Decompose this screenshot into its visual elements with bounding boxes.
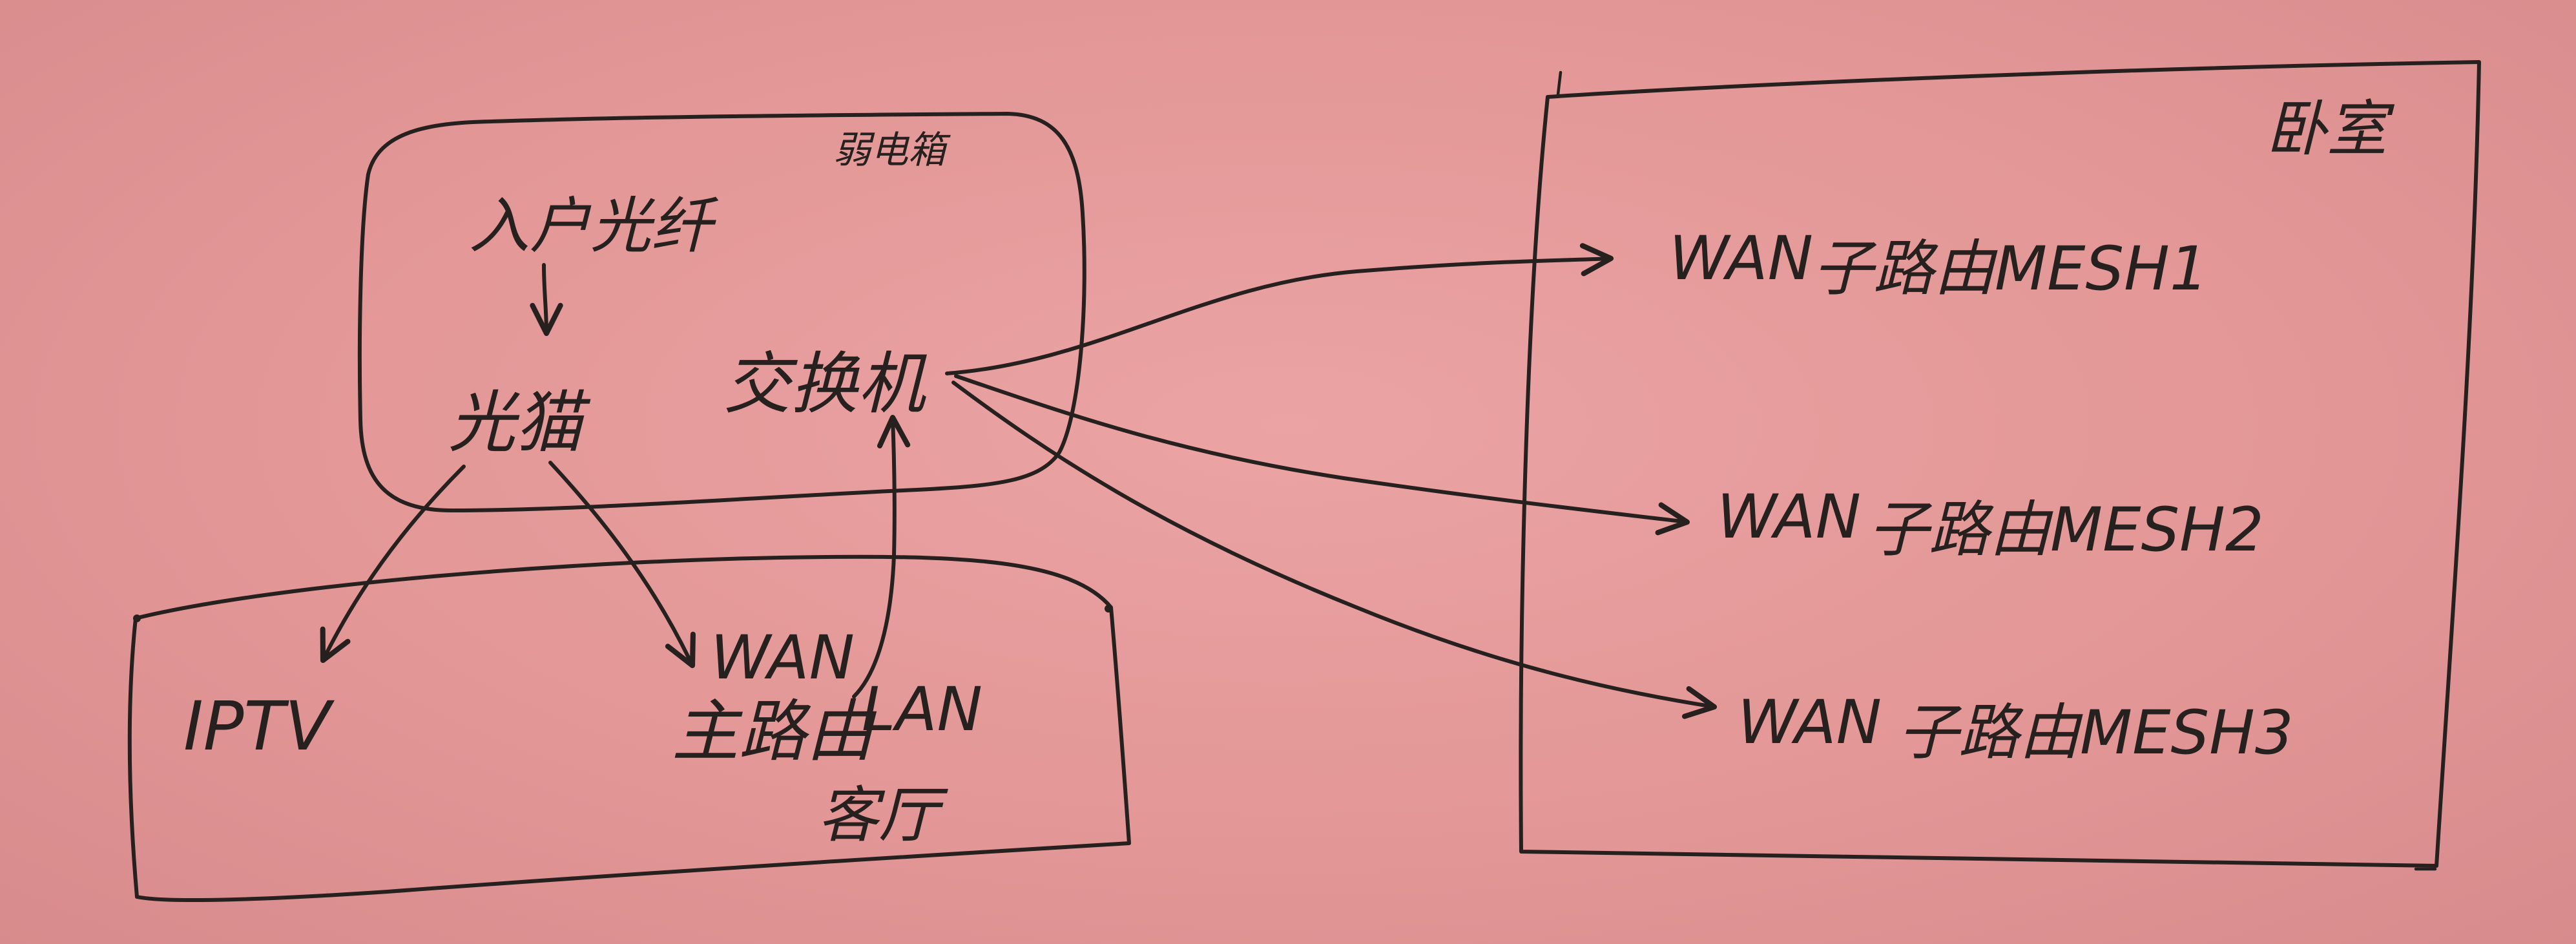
main-router-label: 主路由 <box>672 692 877 771</box>
mesh1-wan-label: WAN <box>1669 224 1813 294</box>
mesh3-wan-label: WAN <box>1738 687 1882 758</box>
mesh3-label: 子路由MESH3 <box>1898 698 2294 768</box>
bedroom-label: 卧室 <box>2266 94 2395 165</box>
modem-to-main-router-arrow <box>548 461 696 669</box>
fiber-to-modem-arrow <box>530 263 563 337</box>
switch-to-mesh3-arrow <box>951 381 1718 719</box>
weak-box-label: 弱电箱 <box>833 128 951 172</box>
modem-to-iptv-arrow <box>320 465 466 664</box>
switch-to-mesh2-arrow <box>954 374 1690 536</box>
mesh2-wan-label: WAN <box>1717 482 1861 552</box>
fiber-label: 入户光纤 <box>469 191 719 262</box>
weak-box-outline <box>357 112 1086 512</box>
modem-label: 光猫 <box>448 383 591 462</box>
living-room-label: 客厅 <box>818 781 948 851</box>
iptv-label: IPTV <box>183 687 335 766</box>
main-router-lan-label: LAN <box>862 675 982 745</box>
bedroom-corner-tick <box>1556 70 1563 96</box>
bedroom-outline <box>1519 60 2481 868</box>
switch-to-mesh1-arrow <box>945 243 1614 375</box>
living-room-corner-dot <box>133 614 141 622</box>
living-room-corner-dot <box>1105 605 1112 613</box>
living-room-outline <box>127 554 1131 903</box>
switch-label: 交换机 <box>723 344 927 423</box>
mesh1-label: 子路由MESH1 <box>1813 234 2208 304</box>
mesh2-label: 子路由MESH2 <box>1868 495 2264 565</box>
main-router-lan-to-switch-arrow <box>852 414 911 698</box>
main-router-wan-label: WAN <box>711 623 855 693</box>
